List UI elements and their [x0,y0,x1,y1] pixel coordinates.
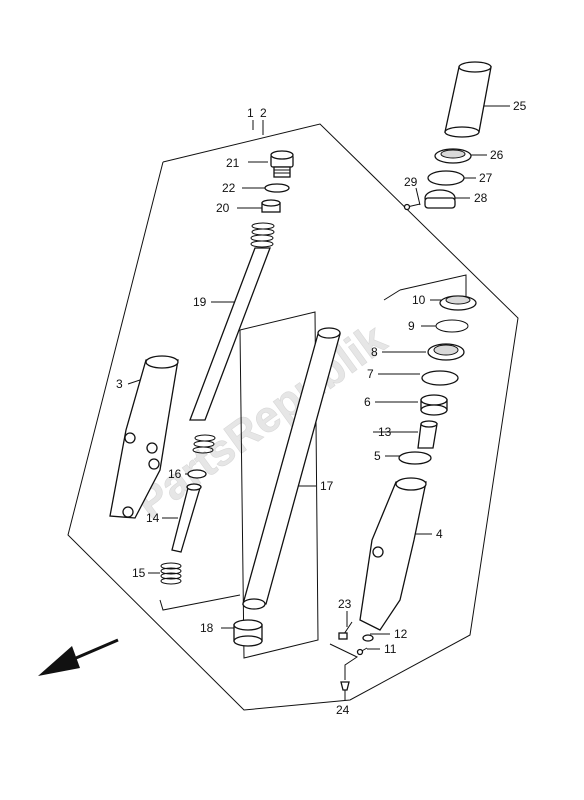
callout-14: 14 [146,511,160,525]
part-22-o-ring [264,183,290,193]
callout-16: 16 [168,467,182,481]
part-28-clamp [424,189,456,209]
callout-21: 21 [226,156,240,170]
callout-6: 6 [364,395,371,409]
leader-lines [127,105,510,700]
front-arrow-icon [38,638,119,676]
callout-28: 28 [474,191,488,205]
callout-4: 4 [436,527,443,541]
seal-bracket-line [383,289,401,301]
part-15-spring [160,562,182,585]
callout-2: 2 [260,106,267,120]
outer-seal-group-outline [399,274,467,300]
callout-5: 5 [374,449,381,463]
assembly-outline [67,123,519,711]
part-17-inner-tube [242,327,341,610]
part-23-bolt [338,621,353,640]
callout-12: 12 [394,627,408,641]
part-7-washer [421,370,459,386]
callout-26: 26 [490,148,504,162]
part-24-drain-plug [340,681,350,691]
part-9-clip [435,319,469,333]
part-29-screw [403,203,421,211]
part-20-spacer [261,199,281,213]
callout-8: 8 [371,345,378,359]
callout-27: 27 [479,171,493,185]
part-3-outer-tube-left [109,355,179,519]
part-26-adjuster-nut [434,148,472,164]
callout-22: 22 [222,181,236,195]
part-5-stopper-ring [398,451,432,465]
callout-24: 24 [336,703,350,717]
callout-15: 15 [132,566,146,580]
part-19-damper-rod [189,222,275,454]
part-8-oil-seal [427,343,465,361]
callout-10: 10 [412,293,426,307]
callout-7: 7 [367,367,374,381]
inner-tube-group-outline [239,311,319,659]
part-21-cap-bolt [270,150,294,178]
callout-19: 19 [193,295,207,309]
callout-11: 11 [384,642,397,656]
callout-9: 9 [408,319,415,333]
callout-3: 3 [116,377,123,391]
part-16-ring [187,469,207,479]
part-18-bushing [233,619,263,647]
callout-25: 25 [513,99,527,113]
callout-20: 20 [216,201,230,215]
damper-group-outline [159,594,241,611]
part-14-cylinder [171,483,202,553]
callout-13: 13 [378,425,392,439]
part-25-fork-cover [444,61,492,138]
callout-1: 1 [247,106,254,120]
part-6-bushing [420,394,448,416]
callout-17: 17 [320,479,334,493]
callout-29: 29 [404,175,418,189]
callout-23: 23 [338,597,352,611]
part-4-outer-tube-right [359,477,427,631]
callout-labels: 1 2 21 22 20 19 3 16 14 15 18 17 25 26 2… [116,99,527,717]
part-12-washer [362,634,374,642]
part-27-washer [427,170,465,186]
part-11-screw [356,647,368,656]
part-13-piece [417,420,438,449]
part-10-dust-seal [439,295,477,311]
callout-18: 18 [200,621,214,635]
